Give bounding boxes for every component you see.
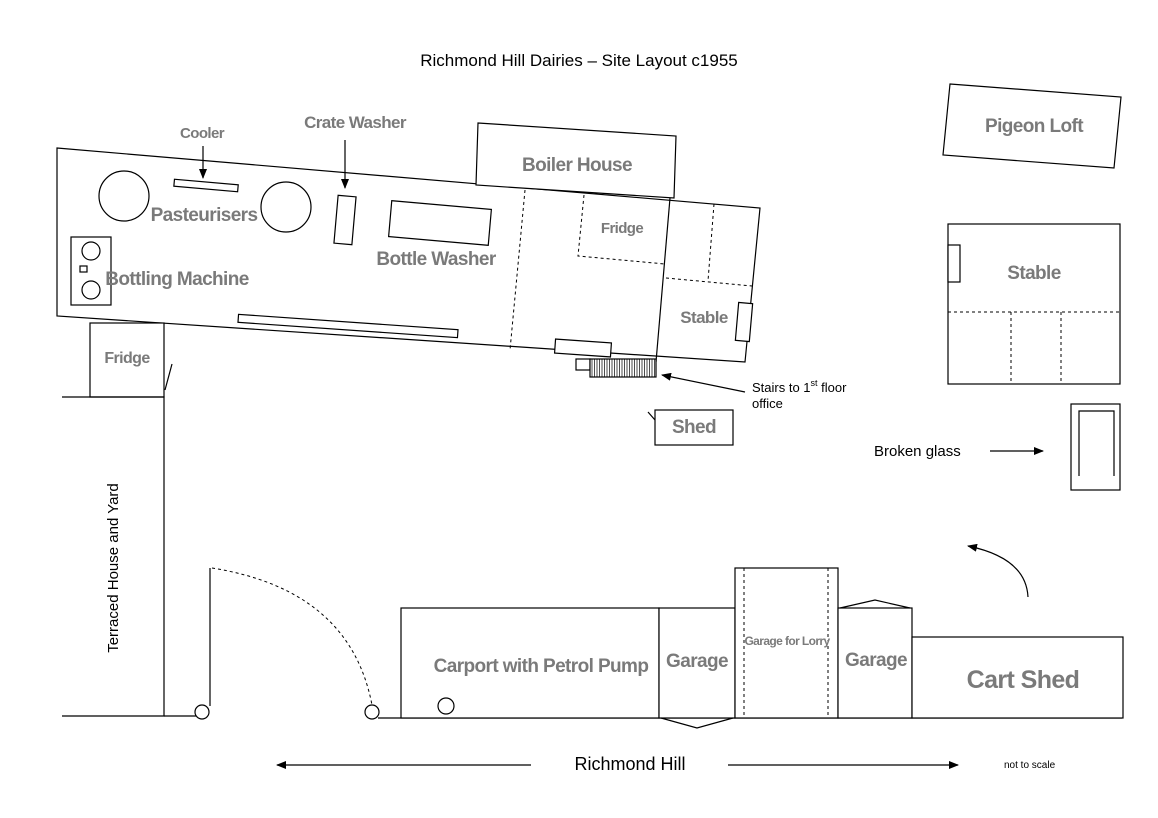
pigeon-loft-outline xyxy=(942,83,1122,169)
label-carport: Carport with Petrol Pump xyxy=(434,656,649,677)
fridge-room-dashed xyxy=(577,194,666,265)
shed-door xyxy=(647,411,656,421)
label-garage-lorry: Garage for Lorry xyxy=(744,634,830,648)
stable-right-door xyxy=(947,244,961,283)
cooler-unit xyxy=(173,178,239,193)
gate-swing-arc xyxy=(211,567,373,706)
bottling-control xyxy=(79,265,88,273)
label-cart-shed: Cart Shed xyxy=(967,666,1080,694)
fridge-counter xyxy=(553,338,613,358)
yard-gate xyxy=(164,363,173,391)
petrol-pump xyxy=(437,697,455,715)
greenhouse-outline xyxy=(1070,403,1121,491)
partition-wall xyxy=(655,197,671,363)
bench xyxy=(237,313,459,339)
label-cooler: Cooler xyxy=(180,125,225,142)
broken-glass-label: Broken glass xyxy=(874,443,961,460)
diagram-title: Richmond Hill Dairies – Site Layout c195… xyxy=(420,51,738,70)
terraced-yard-boundary xyxy=(62,396,165,717)
garage-lorry-outline xyxy=(734,567,839,719)
bottling-nozzle-1 xyxy=(81,241,101,261)
stairs-landing xyxy=(575,358,591,371)
gate-post-left xyxy=(194,704,210,720)
label-bottling-machine: Bottling Machine xyxy=(105,269,248,290)
stable-partition-dashed xyxy=(707,203,715,282)
bottling-nozzle-2 xyxy=(81,280,101,300)
stable-right-outline xyxy=(947,223,1121,385)
yard-fridge-outline xyxy=(89,322,165,398)
pasteuriser-2 xyxy=(260,181,312,233)
label-stable-main: Stable xyxy=(680,308,728,327)
garage-right-outline xyxy=(837,607,913,719)
label-shed: Shed xyxy=(672,417,716,438)
stable-door xyxy=(734,301,754,343)
not-to-scale-note: not to scale xyxy=(1004,760,1056,771)
label-boiler-house: Boiler House xyxy=(522,155,632,176)
road-label: Richmond Hill xyxy=(574,754,685,774)
stairs xyxy=(589,358,657,378)
stairs-outline xyxy=(589,358,657,378)
label-stable-right: Stable xyxy=(1007,263,1060,284)
partition-dashed xyxy=(509,189,526,351)
greenhouse-inner xyxy=(1078,410,1115,476)
pasteuriser-1 xyxy=(98,170,150,222)
turn-arrow xyxy=(967,543,1029,598)
shed-outline xyxy=(654,409,734,446)
label-garage-right: Garage xyxy=(845,650,907,671)
label-terraced-house: Terraced House and Yard xyxy=(105,483,122,653)
label-crate-washer: Crate Washer xyxy=(304,113,407,132)
garage-right-roof xyxy=(839,599,911,609)
label-pigeon-loft: Pigeon Loft xyxy=(985,116,1084,137)
stable-partition-dashed-2 xyxy=(665,277,753,287)
label-garage-left: Garage xyxy=(666,651,728,672)
label-fridge-main: Fridge xyxy=(601,220,643,237)
crate-washer-unit xyxy=(333,194,357,246)
stairs-label: Stairs to 1st floor xyxy=(752,378,847,395)
boiler-house-outline xyxy=(475,122,677,199)
gate-post-right xyxy=(364,704,380,720)
garage-left-outline xyxy=(658,607,736,719)
stairs-label-line2: office xyxy=(752,396,783,411)
garage-left-doors xyxy=(660,717,734,729)
bottle-washer-unit xyxy=(387,200,493,246)
label-fridge-yard: Fridge xyxy=(104,350,150,367)
stairs-arrow xyxy=(661,372,746,393)
cart-shed-outline xyxy=(911,636,1124,719)
label-bottle-washer: Bottle Washer xyxy=(376,249,496,270)
label-pasteurisers: Pasteurisers xyxy=(151,205,258,226)
